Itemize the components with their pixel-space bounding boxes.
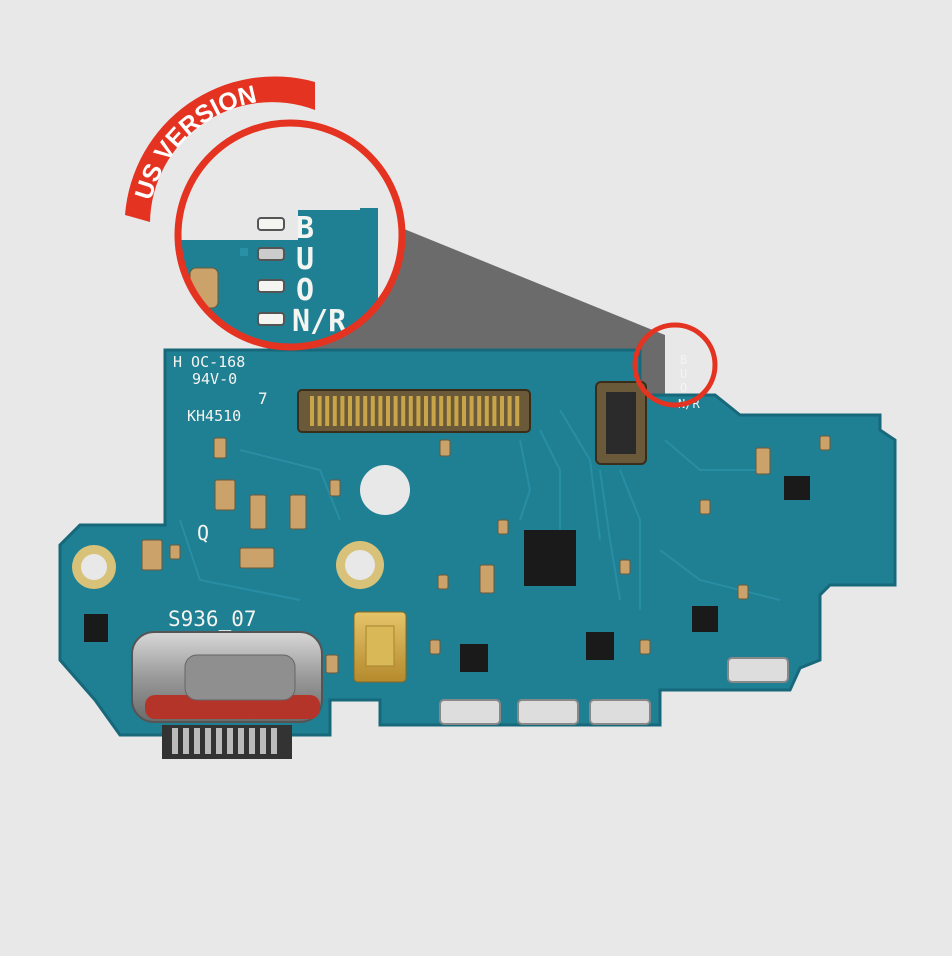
connector-pin xyxy=(439,396,444,426)
passive-component xyxy=(819,435,831,451)
usb-pin xyxy=(260,728,266,754)
usb-pin xyxy=(172,728,178,754)
zoom-label-u: U xyxy=(296,242,314,277)
connector-pin xyxy=(484,396,489,426)
connector-pin xyxy=(416,396,421,426)
connector-pin xyxy=(386,396,390,426)
connector-pin xyxy=(462,396,466,426)
connector-pin xyxy=(492,396,497,426)
zoom-label-b: B xyxy=(296,211,314,246)
main-ic xyxy=(524,530,576,586)
ic-bottom-right xyxy=(692,606,718,632)
passive-component xyxy=(429,639,441,655)
passive-component xyxy=(639,639,651,655)
connector-pin xyxy=(332,396,337,426)
passive-component xyxy=(213,437,227,459)
usb-pin xyxy=(227,728,233,754)
highlight-circle-large xyxy=(174,119,406,351)
connector-pin xyxy=(340,396,345,426)
connector-pin xyxy=(408,396,413,426)
passive-component xyxy=(325,654,339,674)
connector-pin xyxy=(370,396,375,426)
usb-pin xyxy=(205,728,211,754)
highlight-circle-small xyxy=(632,322,718,408)
passive-component xyxy=(141,539,163,571)
ic-bottom-center xyxy=(586,632,614,660)
passive-component xyxy=(439,439,451,457)
connector-pin xyxy=(446,396,451,426)
connector-pin xyxy=(454,396,459,426)
connector-pin xyxy=(469,396,474,426)
connector-pin xyxy=(325,396,330,426)
connector-pin xyxy=(431,396,436,426)
passive-component xyxy=(329,479,341,497)
silk-code: KH4510 xyxy=(187,407,241,425)
silk-label-b: B xyxy=(680,353,687,367)
connector-pin xyxy=(424,396,428,426)
usb-pin xyxy=(183,728,189,754)
usb-pin xyxy=(216,728,222,754)
usb-c-port xyxy=(131,631,323,759)
connector-pin xyxy=(401,396,406,426)
connector-pin xyxy=(348,396,352,426)
connector-pin xyxy=(310,396,314,426)
silk-label-u: U xyxy=(680,367,687,381)
silk-model-line2: 94V-0 xyxy=(192,370,237,388)
passive-component xyxy=(239,547,275,569)
silk-digit: 7 xyxy=(258,389,268,408)
connector-pin xyxy=(515,396,520,426)
usb-pin xyxy=(249,728,255,754)
passive-component xyxy=(169,544,181,560)
zoom-label-o: O xyxy=(296,273,314,308)
silk-part-number: S936_07 xyxy=(168,607,257,631)
passive-component xyxy=(497,519,509,535)
passive-component xyxy=(214,479,236,511)
silk-model-line1: H OC-168 xyxy=(173,353,245,371)
charging-port-board: H OC-168 94V-0 7 KH4510 Q S936_07 B U O … xyxy=(58,348,897,759)
connector-pin xyxy=(507,396,512,426)
connector-pin xyxy=(363,396,368,426)
connector-pin xyxy=(500,396,504,426)
connector-pin xyxy=(355,396,360,426)
ic-bottom-left xyxy=(460,644,488,672)
ic-left xyxy=(84,614,108,642)
contact-springs xyxy=(439,657,789,725)
ic-right xyxy=(784,476,810,500)
silk-q-mark: Q xyxy=(197,521,209,545)
passive-component xyxy=(437,574,449,590)
passive-component xyxy=(619,559,631,575)
passive-component xyxy=(699,499,711,515)
connector-pin xyxy=(317,396,322,426)
usb-pin xyxy=(238,728,244,754)
connector-pin xyxy=(378,396,383,426)
connector-pin xyxy=(477,396,482,426)
board-cutout xyxy=(360,465,410,515)
silk-label-o: O xyxy=(680,381,687,395)
passive-component xyxy=(289,494,307,530)
usb-pin xyxy=(271,728,277,754)
passive-component xyxy=(755,447,771,475)
passive-component xyxy=(249,494,267,530)
passive-component xyxy=(479,564,495,594)
usb-pin xyxy=(194,728,200,754)
connector-pin xyxy=(393,396,398,426)
passive-component xyxy=(737,584,749,600)
